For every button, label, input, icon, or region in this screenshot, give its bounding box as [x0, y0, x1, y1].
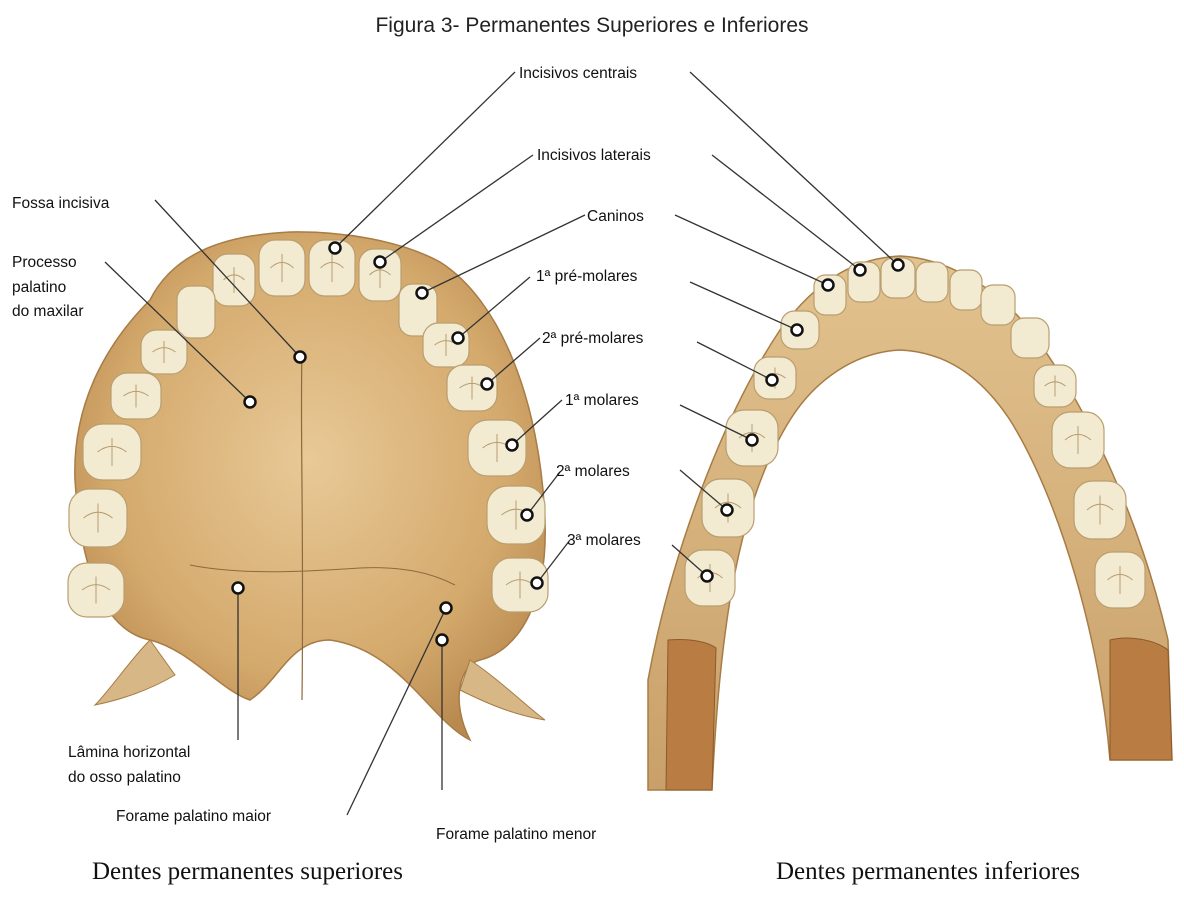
- label-processo-palatino-1: Processo: [12, 254, 77, 271]
- mandible-cut-right: [1110, 638, 1172, 760]
- marker-dot: [417, 288, 428, 299]
- marker-dot: [893, 260, 904, 271]
- caption-lower: Dentes permanentes inferiores: [776, 858, 1080, 886]
- label-pre-molares-1: 1ª pré-molares: [536, 268, 638, 285]
- lower-tooth: [950, 270, 982, 310]
- leader-caninos-lower: [675, 215, 828, 285]
- marker-dot: [233, 583, 244, 594]
- lower-tooth: [916, 262, 948, 302]
- label-processo-palatino-2: palatino: [12, 279, 66, 296]
- label-caninos: Caninos: [587, 208, 644, 225]
- label-forame-menor: Forame palatino menor: [436, 826, 596, 843]
- marker-dot: [330, 243, 341, 254]
- marker-dot: [522, 510, 533, 521]
- label-processo-palatino-3: do maxilar: [12, 303, 84, 320]
- label-lamina-horizontal-2: do osso palatino: [68, 769, 181, 786]
- palatine-spur-right: [460, 660, 545, 720]
- marker-dot: [295, 352, 306, 363]
- upper-tooth: [177, 286, 215, 338]
- label-molares-1: 1ª molares: [565, 392, 639, 409]
- leader-incisivos-centrais-upper: [335, 72, 515, 248]
- marker-dot: [441, 603, 452, 614]
- label-molares-2: 2ª molares: [556, 463, 630, 480]
- leader-incisivos-laterais-lower: [712, 155, 860, 270]
- marker-dot: [823, 280, 834, 291]
- label-lamina-horizontal-1: Lâmina horizontal: [68, 744, 190, 761]
- marker-dot: [532, 578, 543, 589]
- marker-dot: [482, 379, 493, 390]
- palatine-spur-left: [95, 640, 175, 705]
- marker-dot: [747, 435, 758, 446]
- marker-dot: [702, 571, 713, 582]
- label-fossa-incisiva: Fossa incisiva: [12, 195, 110, 212]
- lower-tooth: [1011, 318, 1049, 358]
- marker-dot: [453, 333, 464, 344]
- mandible-cut-left: [666, 639, 716, 790]
- marker-dot: [507, 440, 518, 451]
- label-incisivos-laterais: Incisivos laterais: [537, 147, 651, 164]
- marker-dot: [767, 375, 778, 386]
- marker-dot: [792, 325, 803, 336]
- upper-arch: [68, 232, 548, 740]
- marker-dot: [375, 257, 386, 268]
- marker-dot: [245, 397, 256, 408]
- label-incisivos-centrais: Incisivos centrais: [519, 65, 637, 82]
- marker-dot: [437, 635, 448, 646]
- label-forame-maior: Forame palatino maior: [116, 808, 271, 825]
- caption-upper: Dentes permanentes superiores: [92, 858, 403, 886]
- lower-tooth: [981, 285, 1015, 325]
- leader-incisivos-laterais-upper: [380, 155, 533, 262]
- marker-dot: [722, 505, 733, 516]
- label-pre-molares-2: 2ª pré-molares: [542, 330, 644, 347]
- lower-arch: [648, 256, 1172, 790]
- leader-pre1-lower: [690, 282, 797, 330]
- label-molares-3: 3ª molares: [567, 532, 641, 549]
- marker-dot: [855, 265, 866, 276]
